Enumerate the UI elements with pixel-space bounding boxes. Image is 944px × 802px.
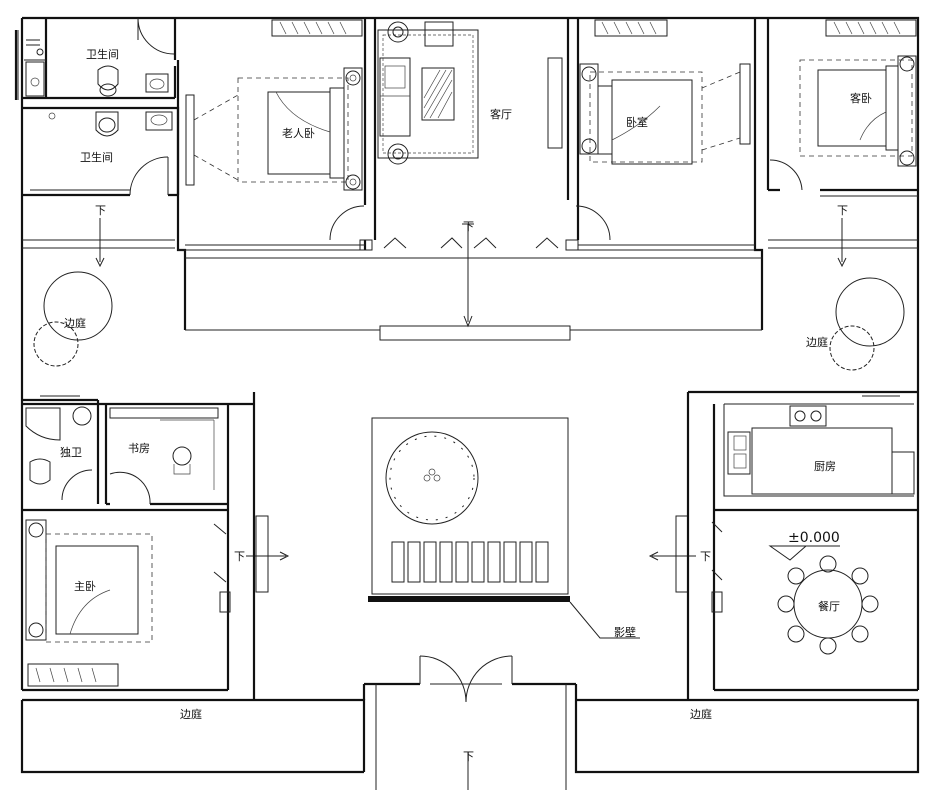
master-bedroom: 主卧 下: [22, 508, 290, 692]
study: 书房: [104, 404, 228, 506]
courtyard: 影壁: [368, 417, 640, 639]
outer-walls: [14, 16, 920, 392]
label-study: 书房: [128, 442, 150, 455]
guest-room: 客卧: [766, 18, 918, 197]
stair-down-dining: 下: [700, 550, 711, 563]
label-elder-bedroom: 老人卧: [282, 127, 315, 140]
label-bedroom: 卧室: [626, 115, 648, 129]
kitchen: 厨房: [688, 390, 920, 690]
stair-down-right: 下: [837, 204, 848, 217]
label-living-room: 客厅: [490, 107, 512, 121]
label-side-court-right: 边庭: [806, 335, 828, 349]
label-master-bedroom: 主卧: [74, 580, 96, 593]
private-bath: 独卫: [20, 392, 254, 690]
label-screen-wall: 影壁: [614, 625, 636, 639]
bathroom-2: 卫生间: [22, 106, 180, 197]
label-guest-room: 客卧: [850, 91, 872, 105]
label-bath-top: 卫生间: [86, 47, 119, 61]
living-room: 客厅 下: [359, 18, 579, 341]
stair-down-entrance: 下: [463, 750, 474, 763]
bottom-court: 下 边庭 边庭: [20, 392, 920, 790]
dining: ±0.000 餐厅 下: [648, 508, 918, 692]
bedroom: 卧室: [575, 18, 764, 330]
label-side-court-bottom-left: 边庭: [180, 707, 202, 721]
upper-courts: 下 下 边庭 边庭: [22, 204, 918, 371]
bathroom-top: 卫生间: [22, 17, 177, 100]
label-private-bath: 独卫: [60, 446, 82, 459]
elder-bedroom: 老人卧: [176, 18, 367, 330]
stair-down-left: 下: [95, 204, 106, 217]
label-kitchen: 厨房: [814, 460, 836, 473]
label-bath-2: 卫生间: [80, 150, 113, 164]
stair-down-living: 下: [463, 220, 474, 233]
label-dining: 餐厅: [818, 599, 840, 613]
elevation-label: ±0.000: [788, 530, 840, 546]
label-side-court-left: 边庭: [64, 316, 86, 330]
label-side-court-bottom-right: 边庭: [690, 707, 712, 721]
stair-down-master: 下: [234, 550, 245, 563]
